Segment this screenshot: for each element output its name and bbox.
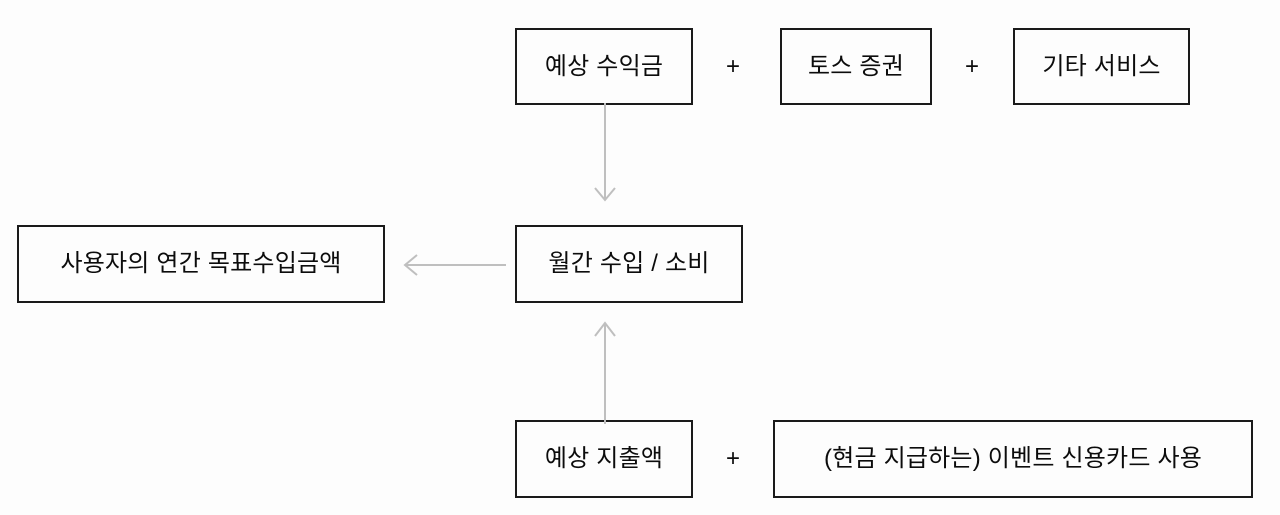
- node-other-services[interactable]: 기타 서비스: [1013, 28, 1190, 105]
- node-monthly-income-spend[interactable]: 월간 수입 / 소비: [515, 225, 743, 303]
- node-toss-securities[interactable]: 토스 증권: [780, 28, 932, 105]
- arrow-left-icon: [403, 254, 506, 276]
- arrow-down-icon: [594, 103, 616, 202]
- node-event-credit-card[interactable]: (현금 지급하는) 이벤트 신용카드 사용: [773, 420, 1253, 498]
- plus-operator-top-2: +: [964, 53, 979, 80]
- arrow-up-icon: [594, 321, 616, 424]
- node-expected-income[interactable]: 예상 수익금: [515, 28, 693, 105]
- plus-operator-top-1: +: [725, 53, 740, 80]
- plus-operator-bottom-1: +: [725, 445, 740, 472]
- node-expected-expense[interactable]: 예상 지출액: [515, 420, 693, 498]
- node-annual-target-income[interactable]: 사용자의 연간 목표수입금액: [17, 225, 385, 303]
